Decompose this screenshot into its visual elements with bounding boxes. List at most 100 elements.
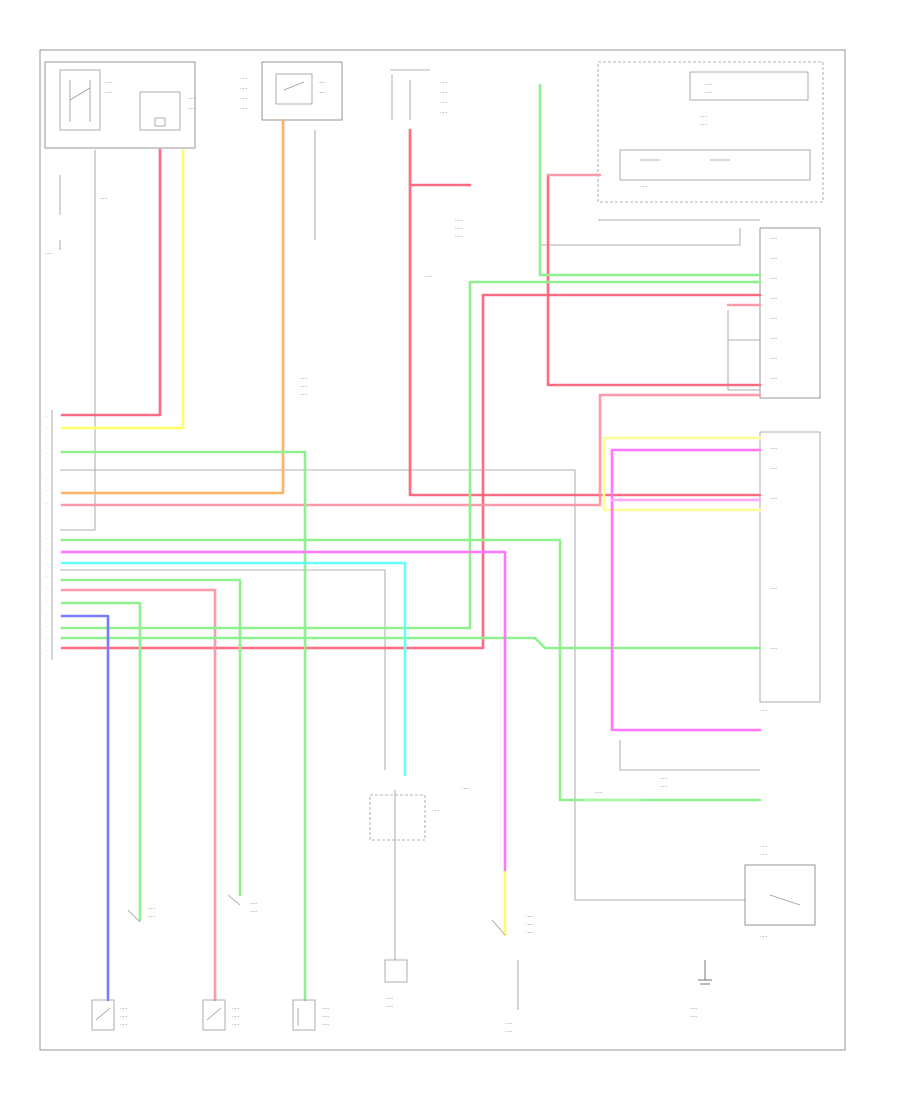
bottom-ground-right-center: ····· ·····: [505, 1022, 512, 1035]
mid-right-switch: ····· ····· ·····: [491, 915, 533, 936]
svg-text:·····: ·····: [462, 787, 469, 792]
top-center-fuse-group: ····· ····· ····· ·····: [390, 69, 447, 120]
svg-text:·····: ·····: [760, 853, 767, 858]
svg-text:·····: ·····: [232, 1015, 239, 1020]
svg-text:·····: ·····: [318, 81, 325, 86]
yellow-wires: [60, 148, 762, 937]
svg-text:·····: ·····: [770, 337, 777, 342]
svg-text:·: ·: [46, 586, 47, 591]
svg-text:·····: ·····: [770, 237, 777, 242]
wire-connector-marks: [59, 130, 519, 1010]
diagram-frame: [39, 49, 846, 1051]
svg-text:·····: ·····: [770, 377, 777, 382]
svg-text:·····: ·····: [526, 923, 533, 928]
svg-text:·····: ·····: [505, 1022, 512, 1027]
svg-text:·····: ·····: [120, 1007, 127, 1012]
right-control-unit: ····· ····· ····· ····· ····· ····· ····…: [759, 227, 821, 714]
svg-text:·: ·: [46, 501, 47, 506]
left-connector-pins: · · · · · · · · · · · · · · · ·: [46, 410, 53, 660]
mid-left-switches: ····· ····· ····· ·····: [127, 894, 257, 923]
svg-text:·····: ·····: [640, 185, 647, 190]
svg-text:·····: ·····: [505, 1030, 512, 1035]
svg-text:·: ·: [46, 426, 47, 431]
svg-text:·····: ·····: [705, 83, 712, 88]
svg-text:·····: ·····: [595, 791, 602, 796]
svg-text:·····: ·····: [770, 357, 777, 362]
svg-text:·····: ·····: [240, 97, 247, 102]
svg-text:·····: ·····: [120, 1023, 127, 1028]
svg-text:·····: ·····: [440, 91, 447, 96]
right-door-switch: ····· ····· ·····: [744, 845, 816, 940]
svg-text:·: ·: [46, 414, 47, 419]
svg-text:·····: ·····: [425, 275, 432, 280]
svg-text:·: ·: [46, 648, 47, 653]
bottom-switch-mid-left: ····· ····· ·····: [202, 999, 239, 1031]
svg-text:·····: ·····: [240, 77, 247, 82]
svg-text:·····: ·····: [770, 297, 777, 302]
svg-text:·····: ·····: [526, 931, 533, 936]
svg-text:·····: ·····: [770, 647, 777, 652]
bottom-ground-center: ····· ·····: [384, 959, 408, 1010]
svg-text:·····: ·····: [300, 377, 307, 382]
svg-text:·····: ·····: [300, 393, 307, 398]
svg-text:·····: ·····: [232, 1007, 239, 1012]
svg-text:·····: ·····: [120, 1015, 127, 1020]
svg-text:·····: ·····: [240, 107, 247, 112]
svg-text:·····: ·····: [770, 447, 777, 452]
svg-text:·: ·: [46, 476, 47, 481]
svg-text:·····: ·····: [300, 385, 307, 390]
svg-text:·: ·: [46, 561, 47, 566]
svg-text:·····: ·····: [770, 467, 777, 472]
svg-text:·····: ·····: [322, 1015, 329, 1020]
svg-text:·····: ·····: [440, 111, 447, 116]
svg-text:·····: ·····: [386, 1005, 393, 1010]
green-wires: [60, 83, 762, 1002]
svg-text:·····: ·····: [760, 845, 767, 850]
svg-text:·····: ·····: [322, 1023, 329, 1028]
mid-center-switch: ····· ·····: [369, 787, 469, 841]
bottom-switch-mid: ····· ····· ·····: [292, 999, 329, 1031]
svg-text:·····: ·····: [690, 1007, 697, 1012]
top-middle-switch-group: ····· ····· ····· ····· ····· ·····: [240, 61, 343, 121]
misc-labels: ····· ····· ····· ····· ····· ····· ····…: [45, 197, 667, 796]
svg-text:·: ·: [46, 488, 47, 493]
svg-text:·····: ·····: [700, 115, 707, 120]
svg-text:·: ·: [46, 624, 47, 629]
svg-text:·····: ·····: [690, 1015, 697, 1020]
blue-wires: [60, 614, 110, 1002]
red-wires: [60, 128, 762, 650]
svg-text:·: ·: [46, 536, 47, 541]
svg-text:·····: ·····: [760, 709, 767, 714]
svg-text:·: ·: [46, 612, 47, 617]
svg-text:·····: ·····: [250, 910, 257, 915]
bottom-switch-left: ····· ····· ·····: [91, 999, 127, 1031]
cyan-wires: [60, 561, 407, 777]
svg-text:·····: ·····: [386, 997, 393, 1002]
svg-text:·: ·: [46, 636, 47, 641]
grey-wires: [60, 150, 760, 901]
magenta-wires: [60, 448, 762, 872]
svg-text:·····: ·····: [105, 81, 112, 86]
svg-text:·····: ·····: [188, 97, 195, 102]
svg-text:·: ·: [46, 548, 47, 553]
svg-text:·····: ·····: [526, 915, 533, 920]
svg-text:·····: ·····: [100, 197, 107, 202]
svg-text:·····: ·····: [770, 257, 777, 262]
top-right-module: ····· ····· ····· ····· ·····: [597, 61, 824, 203]
svg-text:·····: ·····: [455, 219, 462, 224]
svg-text:·····: ·····: [318, 91, 325, 96]
top-left-component-group: ····· ····· ····· ·····: [44, 61, 196, 149]
svg-text:·····: ·····: [770, 317, 777, 322]
svg-text:·····: ·····: [250, 902, 257, 907]
pink-wires: [60, 303, 762, 1002]
svg-text:·····: ·····: [432, 809, 439, 814]
svg-text:·····: ·····: [705, 91, 712, 96]
svg-text:·····: ·····: [770, 587, 777, 592]
orange-wires: [60, 118, 285, 495]
svg-text:·····: ·····: [440, 81, 447, 86]
svg-text:·····: ·····: [240, 87, 247, 92]
svg-text:·····: ·····: [760, 935, 767, 940]
svg-text:·····: ·····: [700, 123, 707, 128]
svg-text:·: ·: [46, 574, 47, 579]
